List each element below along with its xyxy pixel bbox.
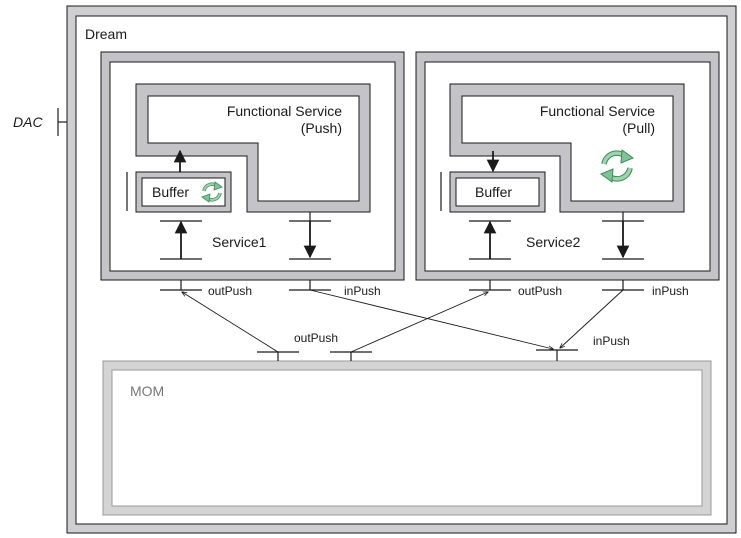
mom-inpush-port — [536, 349, 578, 361]
functional-service-push-title: Functional Service — [227, 103, 342, 119]
mom-outpush-label: outPush — [294, 331, 338, 345]
service2-inpush-label: inPush — [652, 284, 689, 298]
service2-outpush-port: outPush — [469, 280, 562, 298]
buffer-service2-label: Buffer — [475, 184, 512, 200]
dac-interface: DAC — [13, 108, 67, 136]
service1-inner-in-port — [289, 212, 331, 260]
dac-label: DAC — [13, 114, 43, 130]
connector-service2-inpush-to-mom — [560, 289, 624, 348]
functional-service-pull: Functional Service (Pull) — [449, 83, 685, 213]
mom-inpush-label: inPush — [593, 334, 630, 348]
service2-inner-out-port — [469, 220, 511, 260]
service2-outpush-label: outPush — [518, 284, 562, 298]
connector-service1-inpush-to-mom — [309, 289, 553, 349]
service1-label: Service1 — [212, 234, 267, 250]
buffer-service2: Buffer — [440, 171, 546, 213]
service2-inner-in-port — [602, 212, 644, 260]
connections — [182, 289, 624, 353]
service1-inpush-label: inPush — [344, 284, 381, 298]
buffer-service1-label: Buffer — [152, 184, 189, 200]
functional-service-pull-mode: (Pull) — [622, 120, 655, 136]
cycle-icon — [201, 181, 223, 203]
cycle-icon — [599, 149, 635, 183]
service2-label: Service2 — [526, 234, 581, 250]
functional-service-push: Functional Service (Push) — [135, 83, 371, 213]
service1-outpush-port: outPush — [160, 280, 252, 298]
mom-box: MOM — [102, 360, 712, 516]
connector-mom-to-service1-outpush — [182, 292, 279, 353]
buffer-service1: Buffer — [126, 171, 232, 213]
connector-mom-to-service2-outpush — [350, 292, 488, 353]
service1-outpush-label: outPush — [208, 284, 252, 298]
service1-inner-out-port — [160, 220, 202, 260]
dream-title: Dream — [85, 26, 127, 42]
functional-service-pull-title: Functional Service — [540, 103, 655, 119]
mom-label: MOM — [130, 383, 164, 399]
functional-service-push-mode: (Push) — [301, 120, 342, 136]
